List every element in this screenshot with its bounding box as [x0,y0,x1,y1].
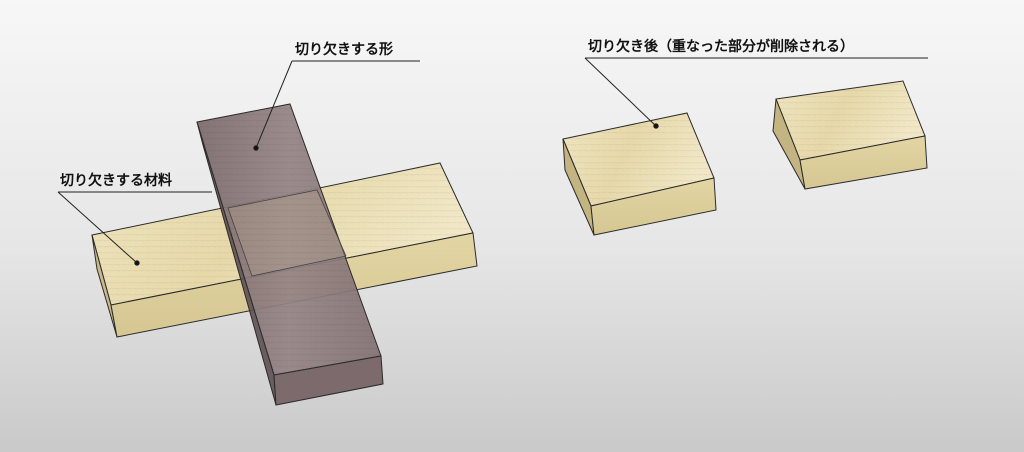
leader-material [57,191,212,266]
leader-cut-shape [253,60,420,151]
leader-after [584,57,928,129]
label-after-cut: 切り欠き後（重なった部分が削除される） [588,39,854,55]
result-piece-right [772,80,928,190]
label-material: 切り欠きする材料 [60,173,172,189]
cutter-end-face [273,355,384,406]
cutter-board [196,103,384,406]
result-piece-left [562,112,717,236]
label-cut-shape: 切り欠きする形 [295,42,393,58]
